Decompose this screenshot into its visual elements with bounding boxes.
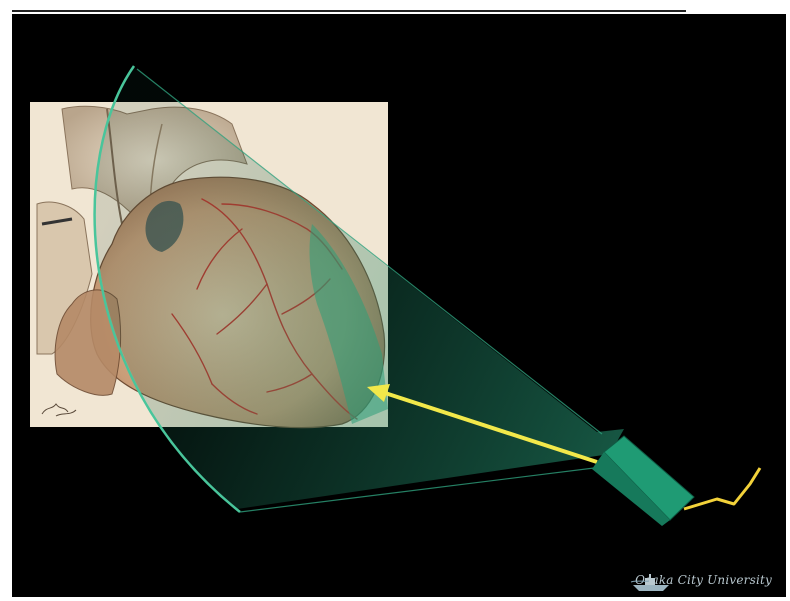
watermark: Osaka City University [629, 573, 772, 587]
ultrasound-probe [592, 436, 694, 526]
illustration [12, 14, 786, 597]
probe-cable [684, 468, 760, 509]
illustration-frame: Osaka City University [12, 14, 786, 597]
top-rule [12, 10, 686, 12]
